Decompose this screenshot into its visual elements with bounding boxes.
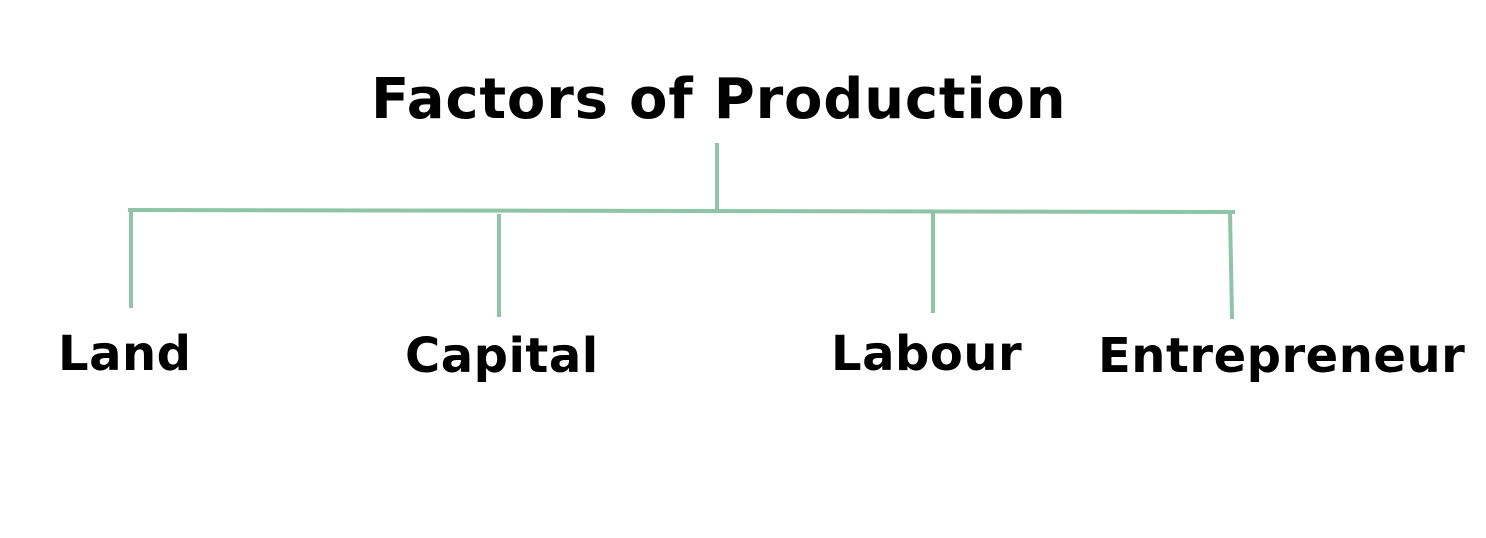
branch-bar [127, 207, 1236, 215]
node-capital: Capital [405, 328, 599, 384]
node-labour: Labour [831, 326, 1023, 382]
branch-entrepreneur [1227, 209, 1235, 320]
diagram-title: Factors of Production [371, 67, 1067, 132]
node-land: Land [58, 326, 192, 382]
node-entrepreneur: Entrepreneur [1098, 328, 1466, 384]
